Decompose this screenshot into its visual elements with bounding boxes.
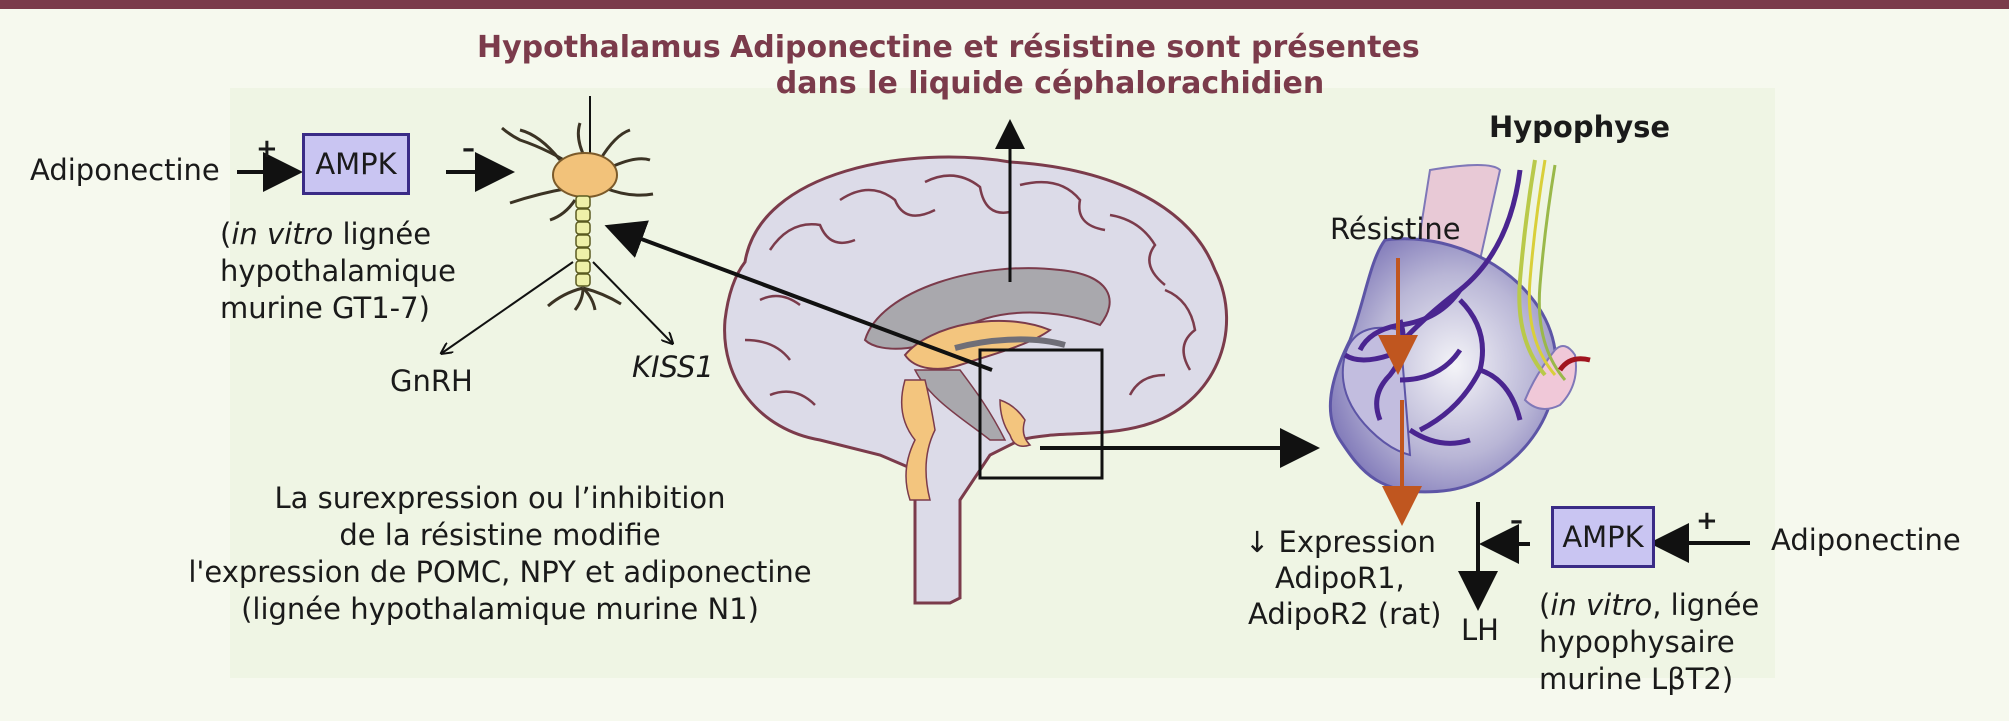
top-bar bbox=[0, 0, 2009, 9]
arrow-brain-to-neuron bbox=[604, 220, 993, 372]
plus-sign-left: + bbox=[256, 134, 278, 164]
arrow-to-kiss1 bbox=[592, 261, 672, 343]
arrow-to-gnrh bbox=[442, 261, 574, 353]
hypophyse-title: Hypophyse bbox=[1489, 110, 1671, 144]
ampk-label-left: AMPK bbox=[315, 147, 397, 181]
note-italic-right: in vitro bbox=[1550, 588, 1653, 622]
plus-sign-right: + bbox=[1696, 506, 1718, 536]
csf-title: Adiponectine et résistine sont présentes… bbox=[730, 30, 1420, 102]
ampk-label-right: AMPK bbox=[1562, 520, 1644, 554]
brain-illustration bbox=[723, 155, 1229, 605]
resistin-effect-note: La surexpression ou l’inhibition de la r… bbox=[188, 481, 812, 626]
ampk-box-right: AMPK bbox=[1551, 506, 1655, 568]
ampk-box-left: AMPK bbox=[302, 133, 410, 195]
neuron-icon bbox=[501, 96, 654, 311]
minus-sign-right: – bbox=[1510, 506, 1523, 536]
minus-sign-left: – bbox=[462, 134, 475, 164]
adiponectine-label-right: Adiponectine bbox=[1771, 523, 1961, 557]
csf-title-line1: Adiponectine et résistine sont présentes bbox=[730, 30, 1420, 65]
resistine-label: Résistine bbox=[1330, 212, 1461, 246]
lh-label: LH bbox=[1461, 613, 1499, 647]
hypothalamus-title: Hypothalamus bbox=[477, 30, 721, 65]
gnrh-label: GnRH bbox=[390, 364, 473, 398]
ampk-note-left: (in vitro lignée hypothalamique murine G… bbox=[220, 217, 456, 325]
expression-note: ↓ Expression AdipoR1, AdipoR2 (rat) bbox=[1245, 525, 1442, 631]
kiss1-label: KISS1 bbox=[632, 350, 714, 384]
hypothalamus-selection-box bbox=[978, 348, 1104, 480]
csf-title-line2: dans le liquide céphalorachidien bbox=[775, 66, 1325, 101]
ampk-note-right: (in vitro, lignée hypophysaire murine Lβ… bbox=[1539, 588, 1760, 696]
hypophyse-illustration bbox=[1328, 159, 1591, 494]
note-italic-left: in vitro bbox=[231, 217, 334, 251]
adiponectine-label-left: Adiponectine bbox=[30, 153, 220, 187]
